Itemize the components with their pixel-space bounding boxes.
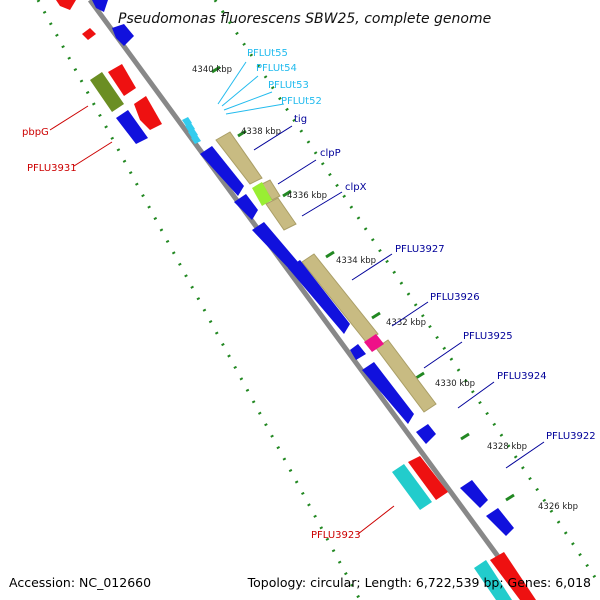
gene-label-pflu3927: PFLU3927 xyxy=(395,244,445,255)
genome-summary: Topology: circular; Length: 6,722,539 bp… xyxy=(247,575,591,590)
cds-arrow xyxy=(350,344,366,360)
gene-label-pflu3922: PFLU3922 xyxy=(546,431,596,442)
tick-label: 4332 kbp xyxy=(386,318,426,328)
kbp-labels: 4340 kbp 4338 kbp 4336 kbp 4334 kbp 4332… xyxy=(192,65,578,512)
cds-arrow xyxy=(200,146,244,196)
tick-label: 4326 kbp xyxy=(538,502,578,512)
red-feature xyxy=(108,64,136,96)
cds-arrow xyxy=(362,362,414,424)
cds-arrow xyxy=(92,0,108,12)
gene-annotation-bar xyxy=(375,339,437,413)
tick-label: 4338 kbp xyxy=(241,127,281,137)
genome-backbone xyxy=(87,0,533,600)
olive-feature xyxy=(90,72,124,112)
cyan-feature xyxy=(392,464,432,510)
gene-label-pflu3931: PFLU3931 xyxy=(27,163,77,174)
label-leaders xyxy=(49,61,545,535)
red-feature xyxy=(490,552,536,600)
gene-label-clpx: clpX xyxy=(345,182,367,193)
gene-labels: PFLUt55 PFLUt54 PFLUt53 PFLUt52 tig clpP… xyxy=(22,48,596,541)
red-feature xyxy=(82,28,96,40)
trna-cluster xyxy=(182,117,201,144)
red-feature xyxy=(56,0,76,10)
tick-label: 4340 kbp xyxy=(192,65,232,75)
gene-annotation-bar xyxy=(215,131,263,185)
cds-arrow xyxy=(234,194,258,220)
gene-annotation-bar xyxy=(301,253,379,343)
tick-label: 4334 kbp xyxy=(336,256,376,266)
cds-arrow xyxy=(112,24,134,46)
gene-annotation-bar xyxy=(265,197,297,231)
tick-label: 4328 kbp xyxy=(487,442,527,452)
gene-label-pflu3926: PFLU3926 xyxy=(430,292,480,303)
accession-label: Accession: NC_012660 xyxy=(9,575,151,590)
cds-arrow xyxy=(460,480,488,508)
cds-arrow xyxy=(288,260,350,334)
gene-label-pbpg: pbpG xyxy=(22,127,49,138)
cds-arrow xyxy=(486,508,514,536)
red-feature xyxy=(408,456,448,500)
genome-title: Pseudomonas fluorescens SBW25, complete … xyxy=(118,11,491,27)
gene-label-clpp: clpP xyxy=(320,148,341,159)
cds-arrow xyxy=(116,110,148,144)
red-feature xyxy=(134,96,162,130)
gene-label-pflu3925: PFLU3925 xyxy=(463,331,513,342)
feature-track xyxy=(56,0,536,600)
gene-label-pflu3923: PFLU3923 xyxy=(311,530,361,541)
cyan-feature xyxy=(474,560,512,600)
gene-label-pflu3924: PFLU3924 xyxy=(497,371,547,382)
backbone-ticks xyxy=(211,65,515,502)
gene-label-pflut54: PFLUt54 xyxy=(256,63,297,74)
lime-feature xyxy=(252,182,272,206)
gene-label-tig: tig xyxy=(294,114,307,125)
cds-arrow xyxy=(252,222,298,272)
gene-label-pflut52: PFLUt52 xyxy=(281,96,322,107)
gene-label-pflut55: PFLUt55 xyxy=(247,48,288,59)
tick-label: 4336 kbp xyxy=(287,191,327,201)
cds-arrow xyxy=(416,424,436,444)
tick-label: 4330 kbp xyxy=(435,379,475,389)
magenta-feature xyxy=(364,334,384,352)
gene-label-pflut53: PFLUt53 xyxy=(268,80,309,91)
